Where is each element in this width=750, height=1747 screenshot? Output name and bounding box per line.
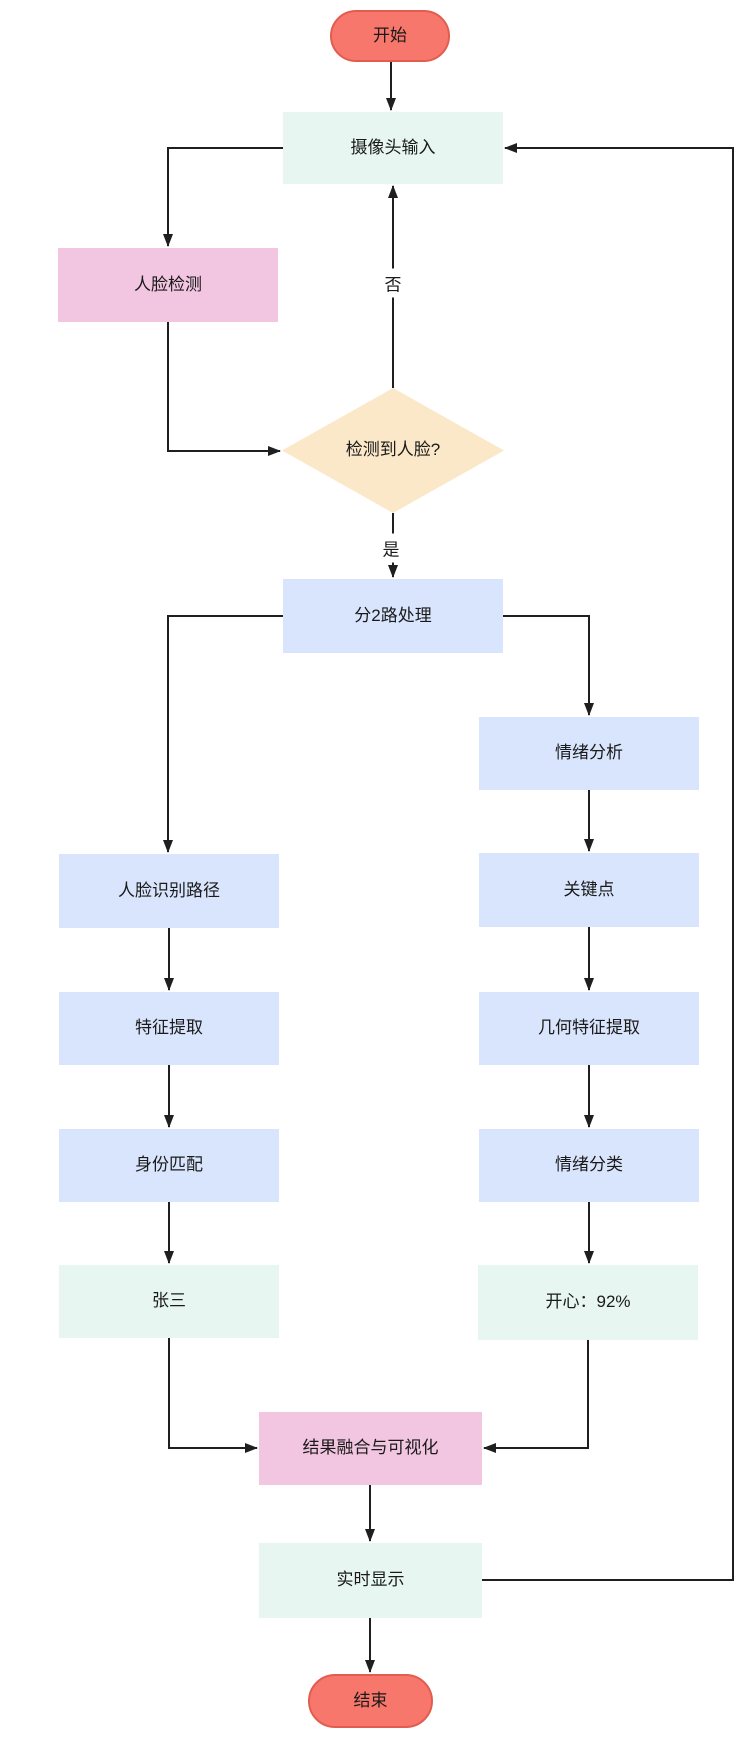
edge-split-to-facepath	[163, 615, 283, 853]
edge-zhangsan-to-fusion	[168, 1338, 258, 1453]
node-camera-input: 摄像头输入	[283, 112, 503, 184]
node-geometric-feature-extraction: 几何特征提取	[479, 992, 699, 1065]
edge-camera-to-facedetect	[163, 147, 283, 247]
edge-display-to-camera-loop	[482, 143, 734, 1581]
node-result-fusion-visualization: 结果融合与可视化	[259, 1412, 482, 1485]
node-face-detection: 人脸检测	[58, 248, 278, 322]
node-keypoints: 关键点	[479, 853, 699, 927]
node-emotion-analysis: 情绪分析	[479, 717, 699, 790]
node-feature-extraction: 特征提取	[59, 992, 279, 1065]
node-start: 开始	[330, 10, 450, 62]
edge-split-to-emotionanalysis	[503, 615, 594, 716]
node-zhangsan-result: 张三	[59, 1265, 279, 1338]
node-identity-matching: 身份匹配	[59, 1129, 279, 1202]
edge-happy-to-fusion	[483, 1340, 589, 1453]
node-split-two-paths: 分2路处理	[283, 579, 503, 653]
node-end: 结束	[308, 1674, 433, 1728]
edge-facedetect-to-decision	[167, 322, 281, 456]
node-face-recognition-path: 人脸识别路径	[59, 854, 279, 928]
edge-label-yes: 是	[378, 533, 404, 563]
node-realtime-display: 实时显示	[259, 1543, 482, 1618]
node-happy-result: 开心：92%	[478, 1265, 698, 1340]
node-emotion-classification: 情绪分类	[479, 1129, 699, 1202]
edge-label-no: 否	[380, 268, 406, 298]
